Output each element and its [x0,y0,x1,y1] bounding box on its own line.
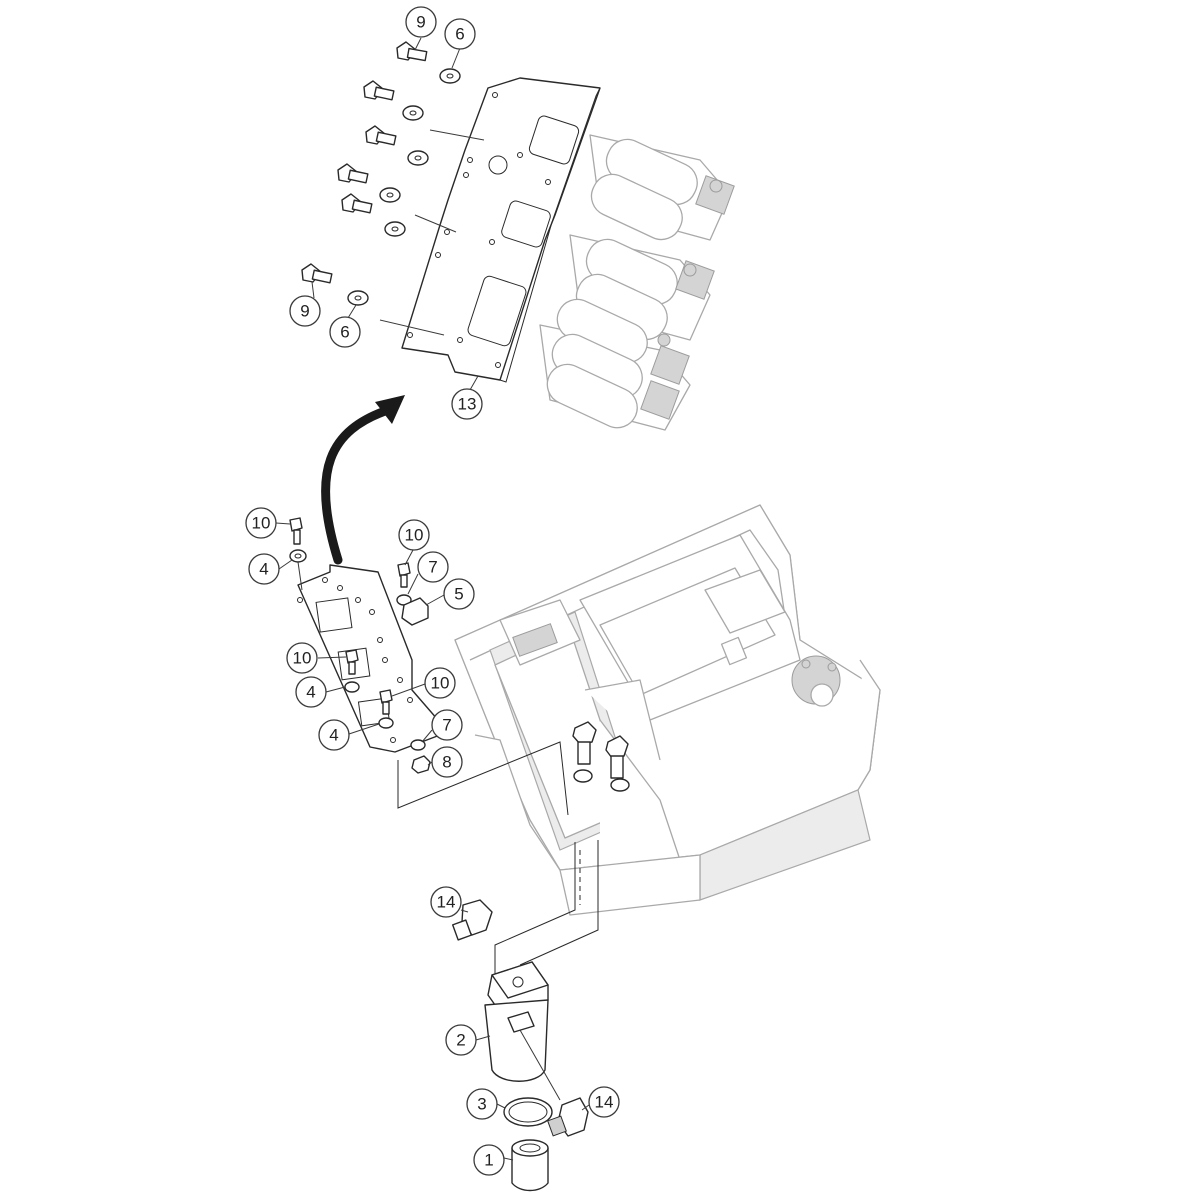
callout-9-bottom: 9 [289,281,321,327]
svg-text:10: 10 [252,514,271,533]
callout-13: 13 [451,375,483,420]
callout-7-upper: 7 [407,551,449,595]
callout-3: 3 [466,1088,506,1120]
svg-text:7: 7 [442,716,451,735]
svg-text:5: 5 [454,585,463,604]
machine-chassis [454,504,881,916]
bracket-plate [297,564,441,753]
callout-10-upper-right: 10 [398,519,430,566]
svg-text:1: 1 [484,1151,493,1170]
callout-labels: 9 6 9 6 13 10 4 10 7 5 10 4 10 4 7 8 14 … [245,6,620,1176]
svg-text:7: 7 [428,558,437,577]
hose-line-2 [519,840,599,966]
callout-4-upper: 4 [248,553,293,585]
svg-text:13: 13 [458,395,477,414]
svg-text:4: 4 [259,560,268,579]
svg-text:9: 9 [300,302,309,321]
svg-text:4: 4 [329,726,338,745]
callout-7-lower: 7 [421,709,463,743]
callout-10-upper-left: 10 [245,507,291,539]
callout-6-top: 6 [444,18,476,69]
hose-connection-line [494,842,576,975]
bracket-fasteners [289,517,431,774]
svg-text:10: 10 [405,526,424,545]
callout-5: 5 [425,578,475,610]
svg-text:9: 9 [416,13,425,32]
svg-text:10: 10 [293,649,312,668]
callout-6-bottom: 6 [329,304,361,348]
callout-2: 2 [445,1024,491,1056]
valve-bank-ghost [539,134,735,431]
svg-text:4: 4 [306,683,315,702]
callout-4-lower: 4 [318,719,380,751]
svg-text:8: 8 [442,753,451,772]
bracket-connection-line [397,741,569,816]
svg-text:2: 2 [456,1031,465,1050]
chassis-bolts [572,721,630,792]
callout-10-lower: 10 [391,667,456,699]
callout-1: 1 [473,1144,514,1176]
detail-arrow [321,395,405,565]
svg-text:10: 10 [431,674,450,693]
mounting-plate-13 [401,77,601,383]
svg-text:6: 6 [340,323,349,342]
callout-10-middle: 10 [286,642,347,674]
callout-4-middle: 4 [295,676,346,708]
svg-text:14: 14 [437,893,456,912]
callout-14-upper: 14 [430,886,469,918]
callout-8: 8 [427,746,463,778]
callout-9-top: 9 [405,6,437,51]
svg-text:6: 6 [455,25,464,44]
plate-fasteners-9-6 [301,41,485,336]
callout-14-lower: 14 [581,1086,620,1118]
svg-text:14: 14 [595,1093,614,1112]
svg-text:3: 3 [477,1095,486,1114]
filter-assembly [451,899,589,1192]
